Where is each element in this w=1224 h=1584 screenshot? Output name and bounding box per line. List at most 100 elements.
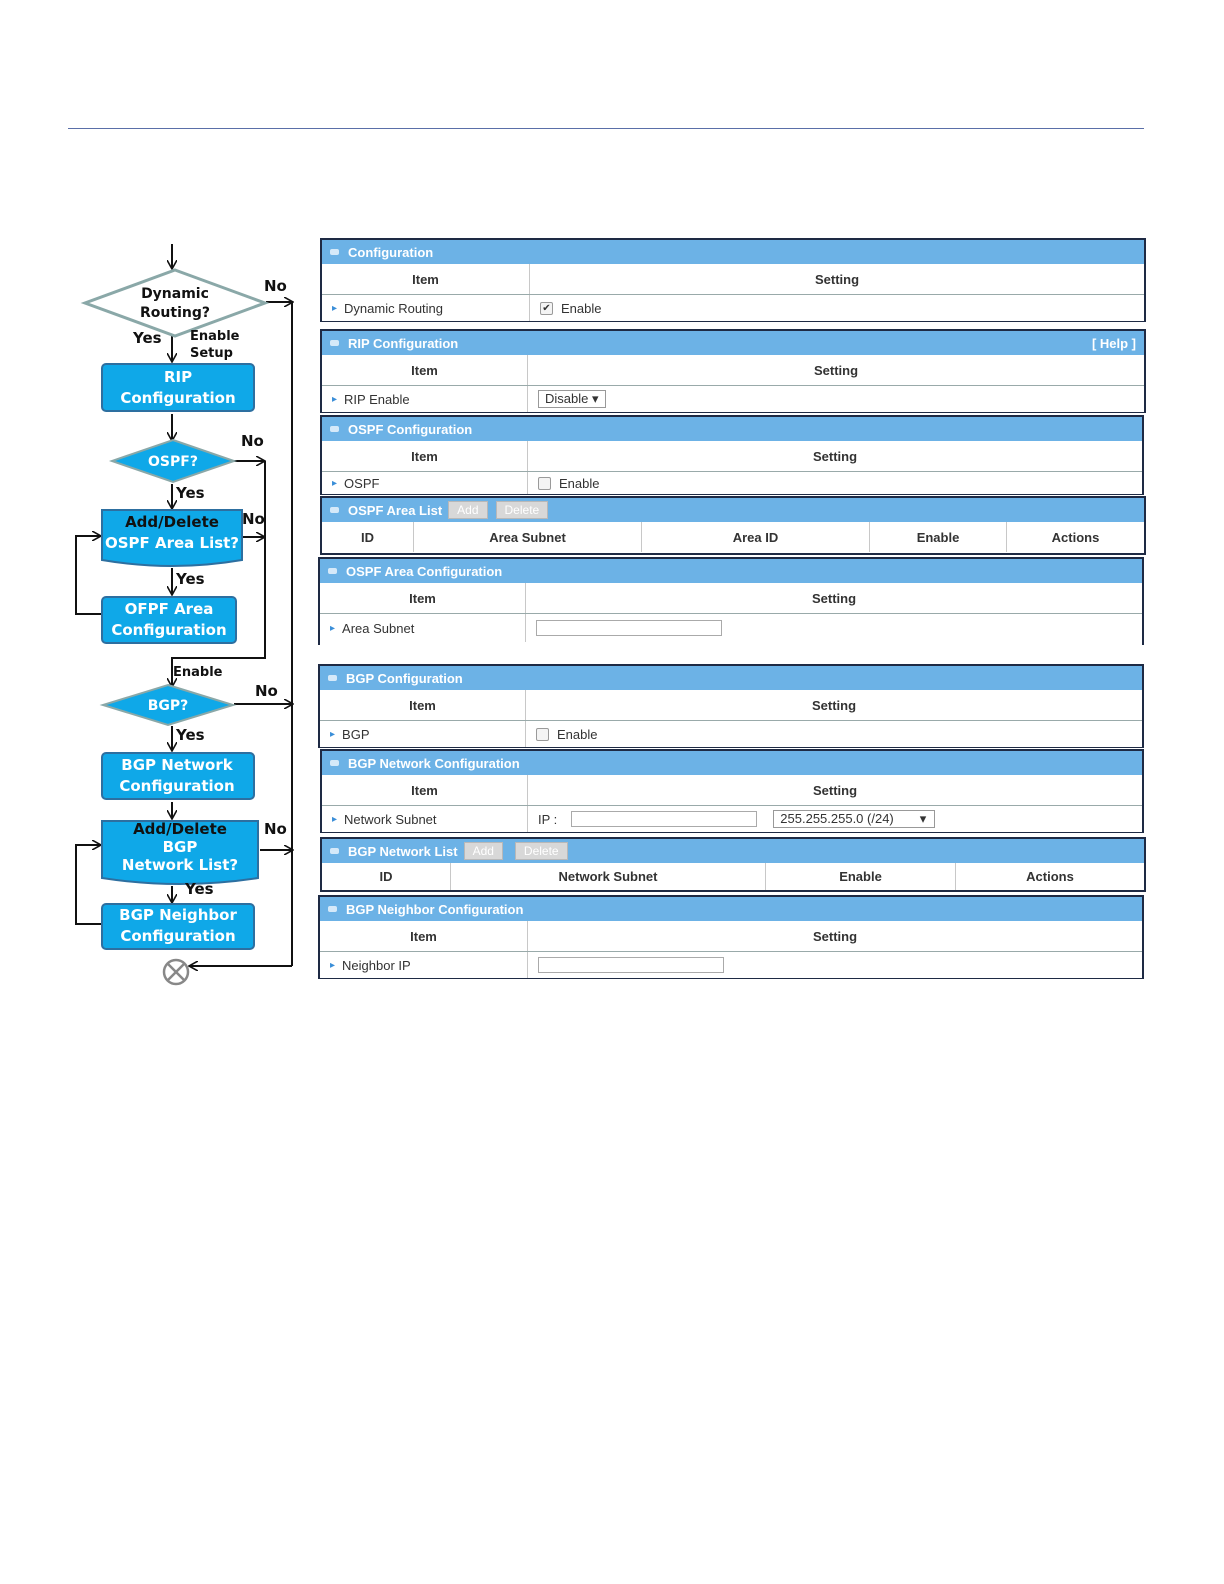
no-label: No (242, 510, 265, 528)
setting-cell: ✔ Enable (530, 295, 1144, 321)
dynamic-routing-checkbox[interactable]: ✔ (540, 301, 553, 315)
yes-label: Yes (132, 329, 162, 347)
setting-cell: IP : 255.255.255.0 (/24) ▾ (528, 806, 1142, 832)
collapse-icon[interactable] (330, 507, 339, 513)
panel-title: OSPF Area List (348, 502, 443, 518)
panel-header[interactable]: BGP Neighbor Configuration (320, 895, 1142, 921)
col-id: ID (322, 522, 414, 552)
table-header-row: Item Setting (322, 775, 1142, 806)
end-terminal-icon (162, 958, 190, 986)
col-setting: Setting (814, 271, 860, 287)
ospf-area-list-panel: OSPF Area List Add Delete ID Area Subnet… (320, 496, 1146, 555)
table-header-row: Item Setting (322, 441, 1142, 472)
row-label: BGP (320, 721, 526, 747)
table-header-row: Item Setting (320, 921, 1142, 952)
dropdown-arrow-icon: ▾ (919, 811, 927, 826)
flow-arrow (172, 461, 266, 686)
ospf-checkbox[interactable] (538, 476, 551, 490)
ip-label: IP : (538, 811, 558, 827)
collapse-icon[interactable] (330, 340, 339, 346)
panel-title: RIP Configuration (348, 335, 459, 351)
table-row: Network Subnet IP : 255.255.255.0 (/24) … (322, 806, 1142, 832)
col-item: Item (322, 775, 528, 805)
table-header-row: ID Area Subnet Area ID Enable Actions (322, 522, 1144, 552)
collapse-icon[interactable] (330, 848, 339, 854)
panel-title: BGP Configuration (346, 670, 463, 686)
bgp-checkbox[interactable] (536, 727, 549, 741)
bgp-decision-label: BGP? (148, 698, 189, 714)
delete-button[interactable]: Delete (495, 501, 549, 519)
table-row: Area Subnet (320, 614, 1142, 642)
row-label: Neighbor IP (320, 952, 528, 978)
col-actions: Actions (1051, 529, 1100, 545)
network-ip-input[interactable] (571, 811, 758, 827)
bgp-network-list-panel: BGP Network List Add Delete ID Network S… (320, 837, 1146, 892)
col-area-id: Area ID (642, 522, 870, 552)
table-row: Neighbor IP (320, 952, 1142, 979)
col-item: Item (322, 264, 530, 294)
yes-label: Yes (175, 726, 205, 744)
panel-header[interactable]: OSPF Area Configuration (320, 557, 1142, 583)
row-label: Network Subnet (322, 806, 528, 832)
subnet-mask-value: 255.255.255.0 (/24) (780, 811, 894, 826)
add-button[interactable]: Add (463, 842, 503, 860)
col-enable: Enable (870, 522, 1007, 552)
panel-header[interactable]: BGP Configuration (320, 664, 1142, 690)
add-button[interactable]: Add (448, 501, 488, 519)
panel-title: BGP Neighbor Configuration (346, 901, 524, 917)
panel-header[interactable]: Configuration (322, 238, 1144, 264)
no-label: No (255, 682, 278, 700)
decision-dynamic-routing (80, 268, 270, 338)
decision-ospf-area-list (101, 509, 243, 567)
panel-title: OSPF Area Configuration (346, 563, 503, 579)
panel-header[interactable]: OSPF Area List Add Delete (322, 496, 1144, 522)
ospf-decision-label: OSPF? (148, 454, 198, 470)
panel-header[interactable]: BGP Network Configuration (322, 749, 1142, 775)
no-label: No (264, 277, 287, 295)
yes-label: Yes (184, 880, 214, 898)
checkbox-label: Enable (559, 475, 600, 491)
collapse-icon[interactable] (328, 906, 337, 912)
rip-enable-select[interactable]: Disable ▾ (538, 390, 606, 408)
panel-title: OSPF Configuration (348, 421, 473, 437)
decision-ospf (108, 438, 238, 484)
row-label: RIP Enable (322, 386, 528, 412)
delete-button[interactable]: Delete (514, 842, 568, 860)
no-label: No (241, 432, 264, 450)
row-label: Area Subnet (320, 614, 526, 642)
enable-label: Enable (173, 665, 223, 680)
bgp-network-configuration-box (101, 752, 255, 800)
setting-cell: Enable (528, 472, 1142, 494)
no-label: No (264, 820, 287, 838)
rip-configuration-box (101, 363, 255, 412)
col-item: Item (322, 355, 528, 385)
col-item: Item (320, 690, 526, 720)
decision-bgp (99, 683, 237, 727)
col-network-subnet: Network Subnet (451, 863, 766, 890)
table-header-row: Item Setting (322, 355, 1144, 386)
neighbor-ip-input[interactable] (538, 957, 724, 973)
help-link[interactable]: [ Help ] (1091, 336, 1136, 351)
configuration-panel: Configuration Item Setting Dynamic Routi… (320, 238, 1146, 322)
collapse-icon[interactable] (330, 760, 339, 766)
collapse-icon[interactable] (328, 568, 337, 574)
checkbox-label: Enable (561, 300, 602, 316)
collapse-icon[interactable] (330, 426, 339, 432)
panel-header[interactable]: BGP Network List Add Delete (322, 837, 1144, 863)
subnet-mask-select[interactable]: 255.255.255.0 (/24) ▾ (773, 810, 936, 828)
col-id: ID (322, 863, 451, 890)
panel-title: BGP Network Configuration (348, 755, 520, 771)
setting-cell: Disable ▾ (528, 386, 1144, 412)
collapse-icon[interactable] (330, 249, 339, 255)
panel-header[interactable]: RIP Configuration [ Help ] (322, 329, 1144, 355)
collapse-icon[interactable] (328, 675, 337, 681)
area-subnet-input[interactable] (536, 620, 722, 636)
flow-loop-arrow (75, 536, 102, 615)
col-setting: Setting (812, 928, 858, 944)
panel-header[interactable]: OSPF Configuration (322, 415, 1142, 441)
ospf-configuration-panel: OSPF Configuration Item Setting OSPF Ena… (320, 415, 1144, 495)
